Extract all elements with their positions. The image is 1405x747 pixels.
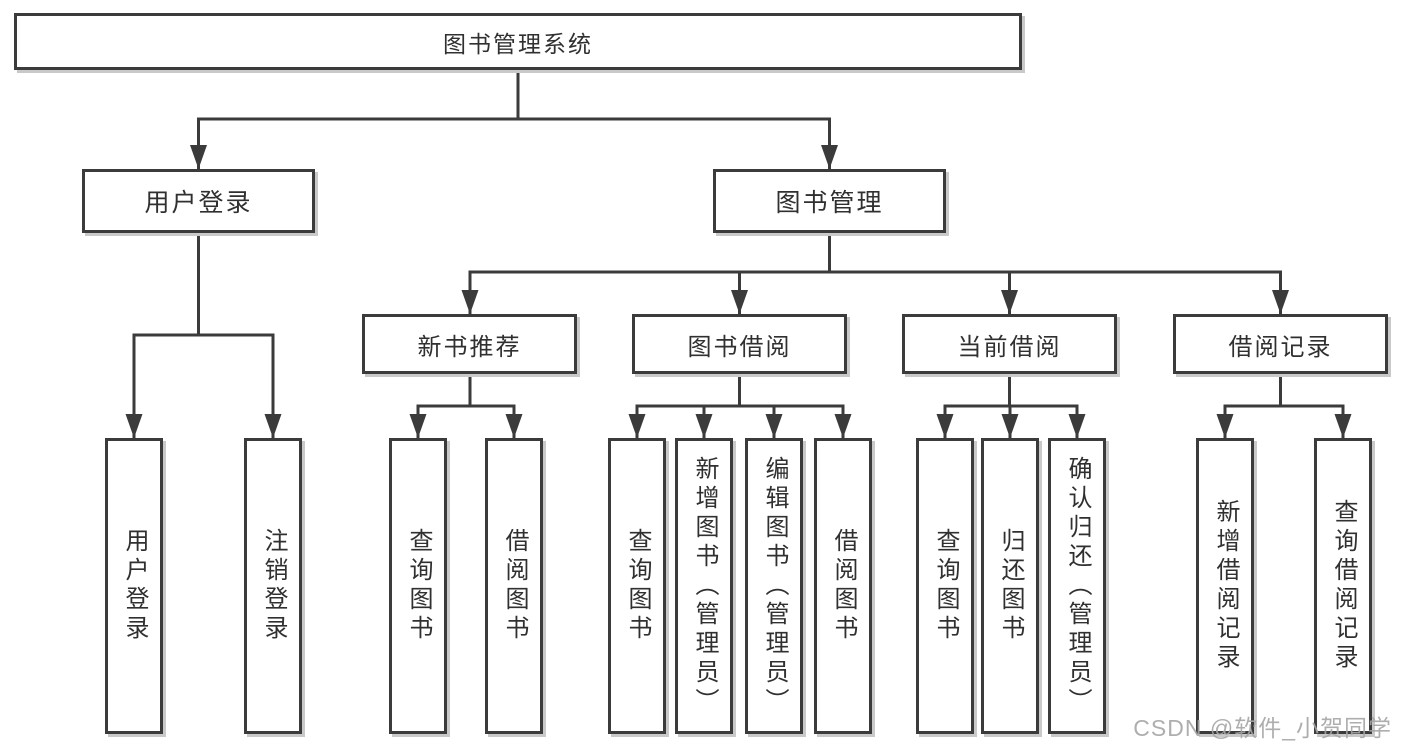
leaf-label: 确认归还（管理员） [1064, 455, 1091, 717]
leaf-confirm-return-admin: 确认归还（管理员） [1048, 438, 1106, 734]
leaf-label: 查询图书 [405, 528, 432, 644]
node-user-login: 用户登录 [82, 169, 315, 233]
node-new-book-recommend: 新书推荐 [362, 314, 577, 374]
leaf-label: 编辑图书（管理员） [761, 455, 788, 717]
leaf-query-books-current: 查询图书 [916, 438, 974, 734]
leaf-borrow-books-recommend: 借阅图书 [485, 438, 543, 734]
leaf-label: 查询图书 [624, 528, 651, 644]
node-library-management-system: 图书管理系统 [14, 13, 1022, 70]
leaf-label: 用户登录 [121, 528, 148, 644]
leaf-label: 查询借阅记录 [1330, 499, 1357, 673]
leaf-label: 借阅图书 [501, 528, 528, 644]
leaf-label: 借阅图书 [830, 528, 857, 644]
leaf-label: 新增借阅记录 [1212, 499, 1239, 673]
node-book-borrowing: 图书借阅 [632, 314, 847, 374]
node-borrow-records: 借阅记录 [1173, 314, 1388, 374]
csdn-watermark: CSDN @软件_小贺同学 [1133, 715, 1392, 741]
leaf-query-books-borrowing: 查询图书 [608, 438, 666, 734]
leaf-borrow-books: 借阅图书 [814, 438, 872, 734]
leaf-label: 注销登录 [260, 528, 287, 644]
leaf-query-books-recommend: 查询图书 [389, 438, 447, 734]
node-book-management: 图书管理 [713, 169, 946, 233]
leaf-label: 归还图书 [997, 528, 1024, 644]
leaf-user-login: 用户登录 [105, 438, 163, 734]
leaf-label: 新增图书（管理员） [691, 455, 718, 717]
node-current-borrowing: 当前借阅 [902, 314, 1117, 374]
leaf-label: 查询图书 [932, 528, 959, 644]
leaf-return-books: 归还图书 [981, 438, 1039, 734]
leaf-logout: 注销登录 [244, 438, 302, 734]
leaf-query-borrow-record: 查询借阅记录 [1314, 438, 1372, 734]
leaf-edit-books-admin: 编辑图书（管理员） [745, 438, 803, 734]
leaf-add-books-admin: 新增图书（管理员） [675, 438, 733, 734]
leaf-add-borrow-record: 新增借阅记录 [1196, 438, 1254, 734]
